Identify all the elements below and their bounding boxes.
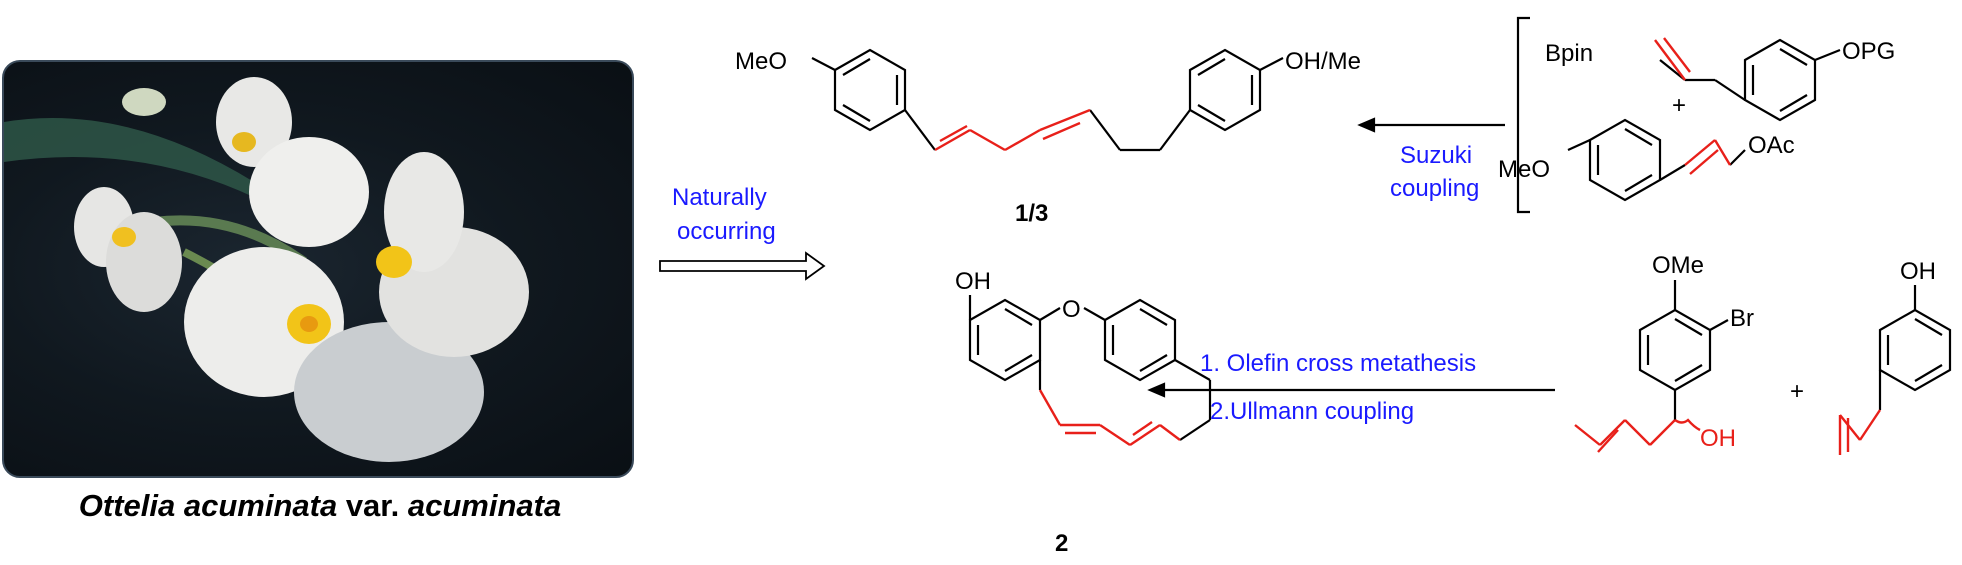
photo-caption: Ottelia acuminata var. acuminata — [0, 488, 640, 524]
c2-oh-label: OH — [955, 268, 991, 295]
c13-left-methoxy: MeO — [735, 48, 788, 75]
c2-ether-o: O — [1062, 296, 1081, 323]
plus-sign-2: + — [1790, 378, 1805, 405]
plus-sign-1: + — [1672, 92, 1687, 119]
acetate-methoxy: MeO — [1498, 156, 1551, 183]
var-label: var. — [345, 488, 400, 523]
phenol-oh-label: OH — [1900, 258, 1936, 285]
oac-label: OAc — [1748, 132, 1795, 159]
opg-label: OPG — [1842, 38, 1896, 65]
suzuki-label: Suzuki — [1400, 142, 1473, 169]
flower-photo — [2, 60, 634, 478]
c13-right-sub: OH/Me — [1285, 48, 1362, 75]
occurring-label: occurring — [677, 218, 776, 245]
coupling-label: coupling — [1390, 175, 1480, 202]
variety-name: acuminata — [407, 488, 562, 523]
br-label: Br — [1730, 305, 1754, 332]
ullmann-step2: 2.Ullmann coupling — [1210, 398, 1415, 425]
ome-label: OMe — [1652, 252, 1705, 279]
naturally-label: Naturally — [672, 184, 767, 211]
compound-2-label: 2 — [1055, 530, 1069, 557]
species-name: Ottelia acuminata — [78, 488, 338, 523]
bromide-oh-label: OH — [1700, 425, 1736, 452]
metathesis-step1: 1. Olefin cross metathesis — [1200, 350, 1477, 377]
compound-1-3-label: 1/3 — [1015, 200, 1049, 227]
flower-illustration — [4, 77, 529, 462]
bpin-label: Bpin — [1545, 40, 1594, 67]
